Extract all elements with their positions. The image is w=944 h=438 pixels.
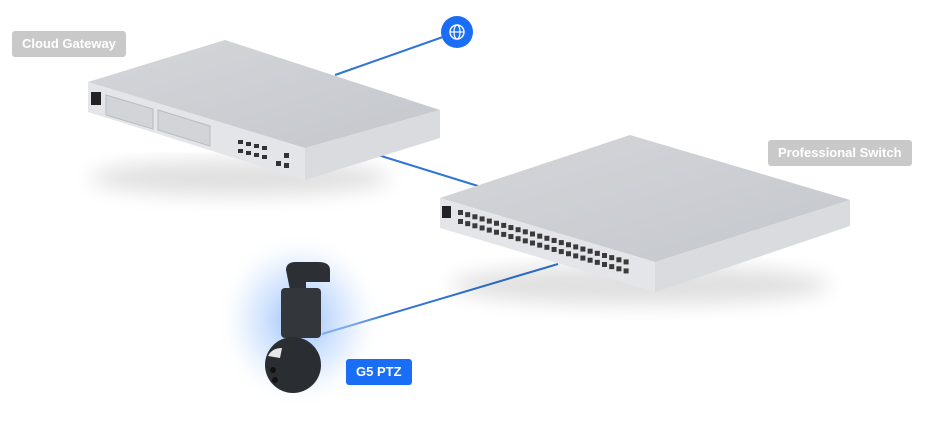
- switch-port: [558, 240, 564, 246]
- switch-port: [551, 246, 557, 252]
- switch-port: [515, 227, 521, 233]
- switch-port: [494, 220, 499, 226]
- professional-switch-label: Professional Switch: [768, 140, 912, 166]
- switch-port: [558, 249, 564, 255]
- switch-port: [544, 235, 550, 241]
- cloud-gateway-label: Cloud Gateway: [12, 31, 126, 57]
- switch-port: [458, 219, 463, 224]
- switch-port: [573, 253, 579, 259]
- switch-port: [609, 264, 615, 270]
- cloud-gateway-device: [88, 40, 440, 196]
- switch-port: [479, 225, 485, 231]
- switch-port: [494, 229, 499, 235]
- switch-port: [616, 257, 622, 263]
- switch-port: [594, 259, 600, 265]
- switch-port: [501, 231, 507, 237]
- switch-port: [573, 244, 579, 250]
- switch-port: [530, 231, 535, 237]
- switch-port: [458, 210, 463, 215]
- g5-ptz-camera: [215, 230, 385, 410]
- switch-port: [537, 242, 543, 248]
- switch-port: [602, 262, 607, 267]
- switch-port: [616, 266, 622, 272]
- switch-port: [566, 251, 571, 257]
- switch-port: [594, 250, 600, 256]
- switch-port: [479, 216, 485, 222]
- switch-port: [551, 237, 557, 243]
- link-internet-gateway: [334, 31, 458, 76]
- switch-port: [522, 229, 528, 235]
- switch-port: [623, 268, 629, 274]
- switch-port: [501, 222, 507, 228]
- switch-port: [465, 221, 471, 227]
- switch-port: [530, 240, 535, 246]
- switch-port: [544, 244, 550, 250]
- switch-port: [508, 225, 514, 231]
- switch-port: [472, 214, 478, 220]
- switch-port: [587, 248, 593, 254]
- switch-port: [609, 255, 615, 261]
- switch-port: [602, 253, 607, 258]
- switch-port: [587, 257, 593, 263]
- switch-port: [537, 233, 543, 239]
- switch-port: [465, 212, 471, 218]
- switch-port: [566, 242, 571, 248]
- g5-ptz-label: G5 PTZ: [346, 359, 412, 385]
- globe-icon: [441, 16, 473, 48]
- link-gateway-switch: [377, 154, 479, 187]
- professional-switch-device: [440, 135, 850, 305]
- switch-port: [486, 227, 492, 233]
- switch-port: [472, 223, 478, 229]
- switch-port: [515, 236, 521, 242]
- switch-port: [508, 234, 514, 240]
- switch-port: [623, 259, 629, 265]
- switch-port: [580, 246, 586, 252]
- switch-port: [580, 255, 586, 261]
- switch-port: [522, 238, 528, 244]
- switch-port: [486, 218, 492, 224]
